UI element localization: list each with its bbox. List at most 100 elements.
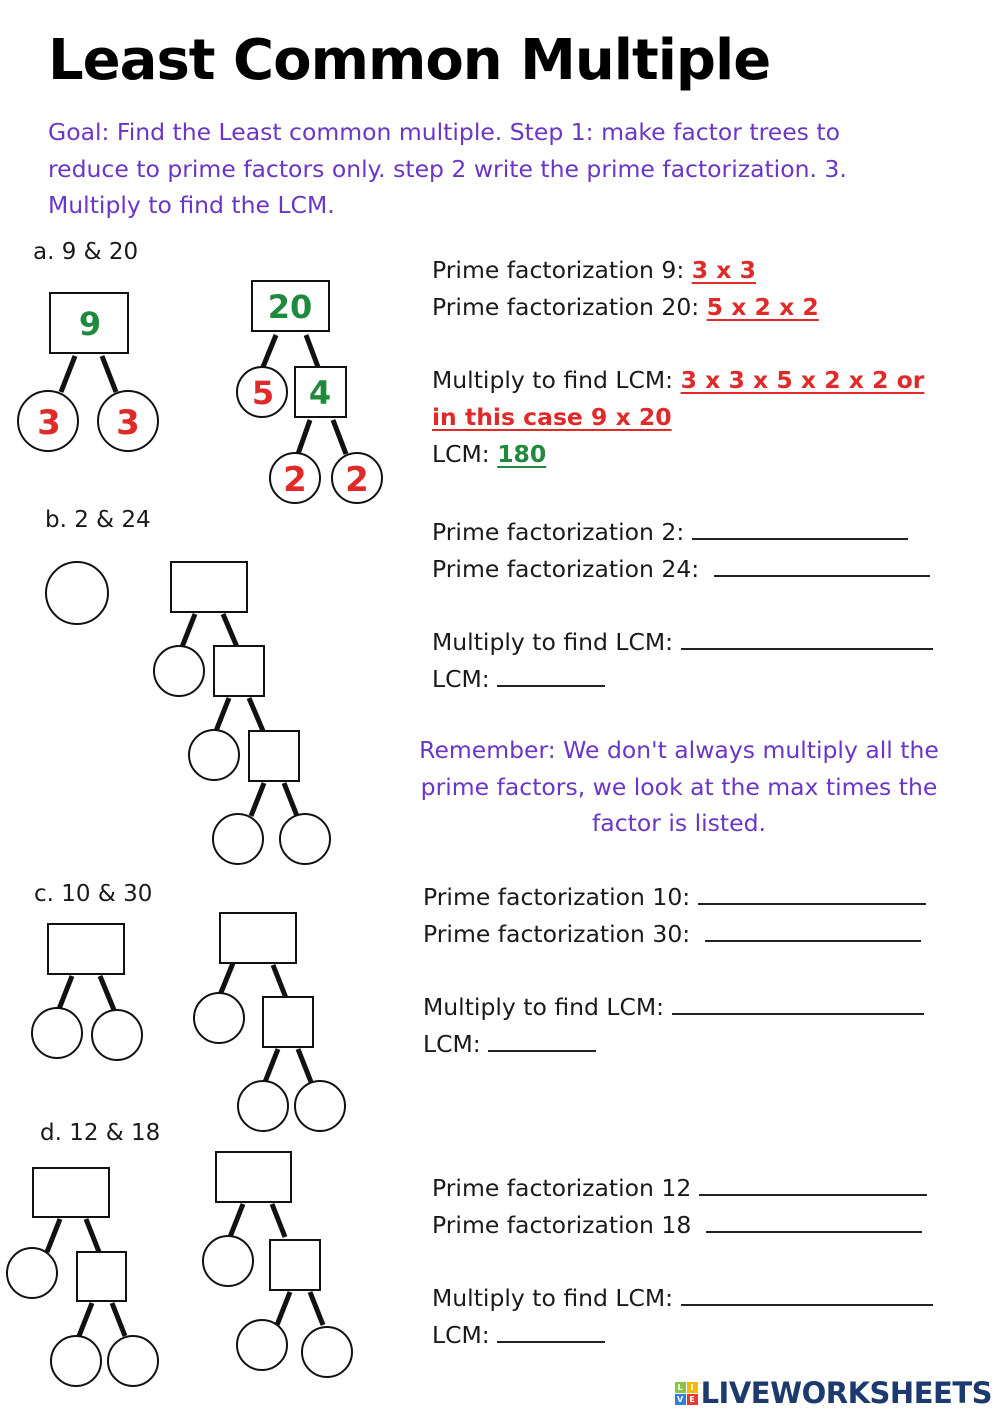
pf1-label: Prime factorization 9: bbox=[432, 256, 685, 284]
multiply-label: Multiply to find LCM: bbox=[432, 1284, 674, 1312]
tree-box[interactable] bbox=[47, 923, 125, 975]
tree-circle[interactable] bbox=[237, 1080, 289, 1132]
tree-box[interactable] bbox=[76, 1251, 127, 1302]
problem-c-label: c. 10 & 30 bbox=[34, 881, 153, 907]
multiply-answer[interactable]: 3 x 3 x 5 x 2 x 2 or bbox=[680, 366, 925, 394]
tree-circle[interactable] bbox=[31, 1007, 83, 1059]
tree-value-2: 2 bbox=[345, 460, 369, 500]
tree-c-30 bbox=[193, 912, 346, 1132]
tree-a-9 bbox=[17, 292, 159, 452]
logo-tile: E bbox=[686, 1393, 698, 1405]
pf1-blank[interactable] bbox=[697, 883, 926, 905]
tree-circle[interactable] bbox=[331, 452, 383, 504]
lcm-label: LCM: bbox=[432, 665, 490, 693]
problem-c-answers: Prime factorization 10: Prime factorizat… bbox=[423, 879, 926, 1063]
tree-circle[interactable] bbox=[50, 1335, 102, 1387]
tree-box[interactable] bbox=[251, 280, 330, 332]
problem-d-label: d. 12 & 18 bbox=[40, 1120, 161, 1146]
tree-value-3: 3 bbox=[37, 403, 61, 443]
lcm-blank[interactable] bbox=[497, 1321, 606, 1343]
tree-circle[interactable] bbox=[17, 390, 79, 452]
multiply-answer-continued[interactable]: in this case 9 x 20 bbox=[432, 403, 672, 431]
tree-circle[interactable] bbox=[236, 1319, 288, 1371]
tree-b-24 bbox=[153, 561, 331, 865]
multiply-label: Multiply to find LCM: bbox=[423, 993, 665, 1021]
pf1-label: Prime factorization 2: bbox=[432, 518, 685, 546]
pf2-label: Prime factorization 20: bbox=[432, 293, 700, 321]
tree-circle[interactable] bbox=[97, 390, 159, 452]
pf-line: Prime factorization 9: 3 x 3 bbox=[432, 252, 924, 289]
tree-circle[interactable] bbox=[212, 813, 264, 865]
liveworksheets-logo: L I V E LIVEWORKSHEETS bbox=[674, 1376, 993, 1410]
pf1-answer[interactable]: 3 x 3 bbox=[691, 256, 756, 284]
tree-circle[interactable] bbox=[193, 992, 245, 1044]
pf1-blank[interactable] bbox=[698, 1174, 927, 1196]
tree-box[interactable] bbox=[269, 1239, 321, 1291]
tree-value-5: 5 bbox=[252, 374, 274, 412]
tree-circle[interactable] bbox=[6, 1247, 58, 1299]
remember-note: Remember: We don't always multiply all t… bbox=[419, 736, 939, 837]
tree-circle[interactable] bbox=[294, 1080, 346, 1132]
goal-instructions: Goal: Find the Least common multiple. St… bbox=[48, 118, 847, 219]
pf1-blank[interactable] bbox=[691, 518, 908, 540]
tree-box[interactable] bbox=[215, 1151, 292, 1203]
pf1-label: Prime factorization 10: bbox=[423, 883, 691, 911]
tree-d-12 bbox=[6, 1167, 159, 1387]
pf2-label: Prime factorization 30: bbox=[423, 920, 691, 948]
tree-circle[interactable] bbox=[301, 1326, 353, 1378]
tree-box[interactable] bbox=[219, 912, 297, 964]
lcm-label: LCM: bbox=[423, 1030, 481, 1058]
tree-box[interactable] bbox=[170, 561, 248, 613]
pf2-label: Prime factorization 18 bbox=[432, 1211, 692, 1239]
lcm-label: LCM: bbox=[432, 440, 490, 468]
pf1-label: Prime factorization 12 bbox=[432, 1174, 692, 1202]
multiply-blank[interactable] bbox=[680, 628, 933, 650]
logo-text: LIVEWORKSHEETS bbox=[700, 1376, 993, 1410]
logo-tiles-icon: L I V E bbox=[674, 1381, 698, 1405]
pf2-blank[interactable] bbox=[705, 920, 922, 942]
multiply-label: Multiply to find LCM: bbox=[432, 366, 674, 394]
lcm-blank[interactable] bbox=[497, 665, 606, 687]
problem-b-label: b. 2 & 24 bbox=[45, 507, 151, 533]
tree-circle[interactable] bbox=[236, 366, 288, 418]
tree-box[interactable] bbox=[248, 730, 300, 782]
lcm-label: LCM: bbox=[432, 1321, 490, 1349]
tree-circle[interactable] bbox=[188, 729, 240, 781]
tree-value-9: 9 bbox=[79, 305, 101, 343]
tree-value-3: 3 bbox=[116, 403, 140, 443]
logo-tile: I bbox=[686, 1381, 698, 1393]
pf-line: Prime factorization 20: 5 x 2 x 2 bbox=[432, 289, 924, 326]
tree-circle[interactable] bbox=[202, 1235, 254, 1287]
pf2-answer[interactable]: 5 x 2 x 2 bbox=[706, 293, 819, 321]
multiply-blank[interactable] bbox=[671, 993, 924, 1015]
tree-value-20: 20 bbox=[268, 288, 313, 326]
multiply-blank[interactable] bbox=[680, 1284, 933, 1306]
pf2-label: Prime factorization 24: bbox=[432, 555, 700, 583]
page-title: Least Common Multiple bbox=[48, 28, 771, 93]
tree-circle[interactable] bbox=[91, 1009, 143, 1061]
tree-circle[interactable] bbox=[279, 813, 331, 865]
tree-box[interactable] bbox=[32, 1167, 110, 1218]
tree-box[interactable] bbox=[294, 366, 347, 418]
problem-a-label: a. 9 & 20 bbox=[33, 239, 139, 265]
tree-box[interactable] bbox=[49, 292, 129, 354]
problem-b-answers: Prime factorization 2: Prime factorizati… bbox=[432, 514, 933, 698]
tree-circle[interactable] bbox=[269, 452, 321, 504]
lcm-blank[interactable] bbox=[488, 1030, 597, 1052]
multiply-line-continued: in this case 9 x 20 bbox=[432, 399, 924, 436]
tree-a-20 bbox=[236, 280, 383, 504]
tree-circle[interactable] bbox=[107, 1335, 159, 1387]
tree-circle[interactable] bbox=[153, 645, 205, 697]
tree-box[interactable] bbox=[213, 645, 265, 697]
pf2-blank[interactable] bbox=[706, 1211, 923, 1233]
problem-d-answers: Prime factorization 12 Prime factorizati… bbox=[432, 1170, 933, 1354]
tree-box[interactable] bbox=[262, 996, 314, 1048]
lcm-answer[interactable]: 180 bbox=[497, 440, 547, 468]
tree-value-2: 2 bbox=[283, 460, 307, 500]
tree-b-2 bbox=[45, 561, 109, 625]
tree-circle[interactable] bbox=[45, 561, 109, 625]
logo-tile: L bbox=[674, 1381, 686, 1393]
pf2-blank[interactable] bbox=[714, 555, 931, 577]
multiply-label: Multiply to find LCM: bbox=[432, 628, 674, 656]
